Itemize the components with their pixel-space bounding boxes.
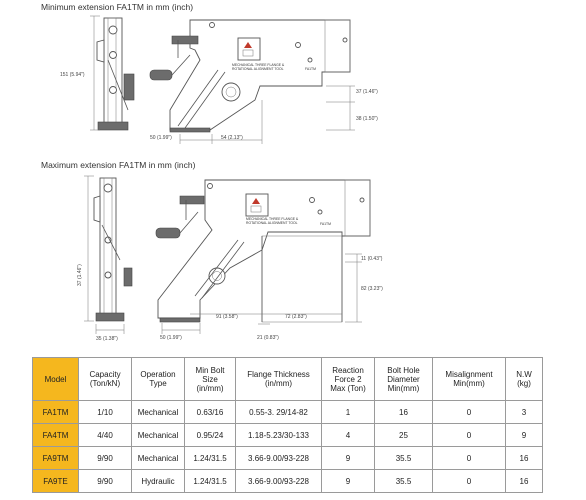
min-height-dimension [90, 15, 100, 131]
cell-model: FA9TE [32, 469, 79, 493]
header-flange: Flange Thickness (in/mm) [235, 357, 322, 401]
table-row: FA1TM 1/10 Mechanical 0.63/16 0.55-3. 29… [32, 400, 543, 424]
header-model: Model [32, 357, 79, 401]
cell-misalignment: 0 [432, 423, 506, 447]
max-jaw-height-label: 82 (3.23") [361, 286, 383, 292]
cell-bolt-hole: 35.5 [374, 446, 433, 470]
max-plate-model: FA1TM [320, 222, 331, 226]
min-side-view [96, 17, 135, 131]
cell-weight: 16 [505, 469, 543, 493]
header-operation-text: Operation Type [140, 370, 176, 388]
max-base-left-label: 50 (1.99") [160, 335, 182, 341]
cell-bolt-hole: 16 [374, 400, 433, 424]
cell-weight: 16 [505, 446, 543, 470]
max-jaw-top-label: 11 (0.43") [361, 256, 383, 262]
header-reaction: Reaction Force 2 Max (Ton) [321, 357, 375, 401]
max-side-width-label: 35 (1.38") [96, 336, 118, 342]
specification-table: Model Capacity (Ton/kN) Operation Type M… [32, 357, 543, 493]
max-reach-right-label: 72 (2.83") [285, 314, 307, 320]
cell-flange: 1.18-5.23/30-133 [235, 423, 322, 447]
cell-flange: 3.66-9.00/93-228 [235, 469, 322, 493]
max-reach-dimensions [161, 313, 342, 334]
cell-min-bolt: 1.24/31.5 [184, 446, 236, 470]
cell-operation: Mechanical [131, 446, 185, 470]
heading-maximum-extension: Maximum extension FA1TM in mm (inch) [41, 160, 196, 170]
header-misalignment-text: Misalignment Min(mm) [445, 370, 493, 388]
cell-capacity: 1/10 [78, 400, 132, 424]
min-base-reach-label: 54 (2.13") [221, 135, 243, 141]
max-reach-left-label: 91 (3.58") [216, 314, 238, 320]
min-jaw-top-label: 37 (1.46") [356, 89, 378, 95]
header-min-bolt-text: Min Bolt Size (in/mm) [195, 365, 225, 393]
cell-bolt-hole: 35.5 [374, 469, 433, 493]
cell-operation: Mechanical [131, 423, 185, 447]
cell-min-bolt: 0.95/24 [184, 423, 236, 447]
header-capacity: Capacity (Ton/kN) [78, 357, 132, 401]
min-front-view: MECHANICAL THREE FLANGE & ROTATIONAL ALI… [149, 19, 351, 133]
max-plate-label-line1: MECHANICAL THREE FLANGE & [246, 217, 299, 221]
min-base-dimensions [179, 100, 263, 144]
min-jaw-dimensions [326, 85, 355, 131]
table-row: FA9TE 9/90 Hydraulic 1.24/31.5 3.66-9.00… [32, 469, 543, 493]
min-plate-label-line1: MECHANICAL THREE FLANGE & [232, 63, 285, 67]
header-min-bolt: Min Bolt Size (in/mm) [184, 357, 236, 401]
cell-capacity: 4/40 [78, 423, 132, 447]
cell-model: FA1TM [32, 400, 79, 424]
header-bolt-hole: Bolt Hole Diameter Min(mm) [374, 357, 433, 401]
cell-model: FA4TM [32, 423, 79, 447]
min-plate-model: FA1TM [305, 67, 316, 71]
max-bottom-label: 21 (0.83") [257, 335, 279, 341]
header-flange-text: Flange Thickness (in/mm) [247, 370, 310, 388]
header-weight-text: N.W (kg) [516, 370, 532, 388]
cell-operation: Mechanical [131, 400, 185, 424]
cell-reaction: 9 [321, 469, 375, 493]
max-height-label: 37 (1.46") [77, 264, 83, 286]
min-jaw-bottom-label: 38 (1.50") [356, 116, 378, 122]
max-jaw-dimensions [345, 253, 362, 323]
cell-misalignment: 0 [432, 400, 506, 424]
cell-capacity: 9/90 [78, 446, 132, 470]
max-side-width-dimension [95, 324, 125, 334]
cell-min-bolt: 0.63/16 [184, 400, 236, 424]
technical-drawings: 151 (5.94") MECHANICAL THREE FLANGE & RO… [60, 15, 383, 342]
header-weight: N.W (kg) [505, 357, 543, 401]
cell-min-bolt: 1.24/31.5 [184, 469, 236, 493]
min-plate-label-line2: ROTATIONAL ALIGNMENT TOOL [232, 67, 284, 71]
max-front-view: MECHANICAL THREE FLANGE & ROTATIONAL ALI… [155, 179, 371, 323]
table-row: FA4TM 4/40 Mechanical 0.95/24 1.18-5.23/… [32, 423, 543, 447]
max-height-dimension [84, 175, 94, 322]
cell-misalignment: 0 [432, 469, 506, 493]
cell-reaction: 1 [321, 400, 375, 424]
heading-minimum-extension: Minimum extension FA1TM in mm (inch) [41, 2, 194, 12]
cell-weight: 3 [505, 400, 543, 424]
cell-reaction: 4 [321, 423, 375, 447]
header-reaction-text: Reaction Force 2 Max (Ton) [330, 365, 366, 393]
min-height-label: 151 (5.94") [60, 72, 85, 78]
max-side-view [93, 177, 133, 322]
cell-operation: Hydraulic [131, 469, 185, 493]
cell-capacity: 9/90 [78, 469, 132, 493]
header-capacity-text: Capacity (Ton/kN) [89, 370, 121, 388]
header-misalignment: Misalignment Min(mm) [432, 357, 506, 401]
min-base-left-label: 50 (1.99") [150, 135, 172, 141]
cell-misalignment: 0 [432, 446, 506, 470]
cell-weight: 9 [505, 423, 543, 447]
cell-bolt-hole: 25 [374, 423, 433, 447]
cell-model: FA9TM [32, 446, 79, 470]
cell-reaction: 9 [321, 446, 375, 470]
table-header-row: Model Capacity (Ton/kN) Operation Type M… [32, 357, 543, 401]
header-bolt-hole-text: Bolt Hole Diameter Min(mm) [387, 365, 420, 393]
header-operation: Operation Type [131, 357, 185, 401]
table-row: FA9TM 9/90 Mechanical 1.24/31.5 3.66-9.0… [32, 446, 543, 470]
cell-flange: 3.66-9.00/93-228 [235, 446, 322, 470]
cell-flange: 0.55-3. 29/14-82 [235, 400, 322, 424]
max-plate-label-line2: ROTATIONAL ALIGNMENT TOOL [246, 221, 298, 225]
